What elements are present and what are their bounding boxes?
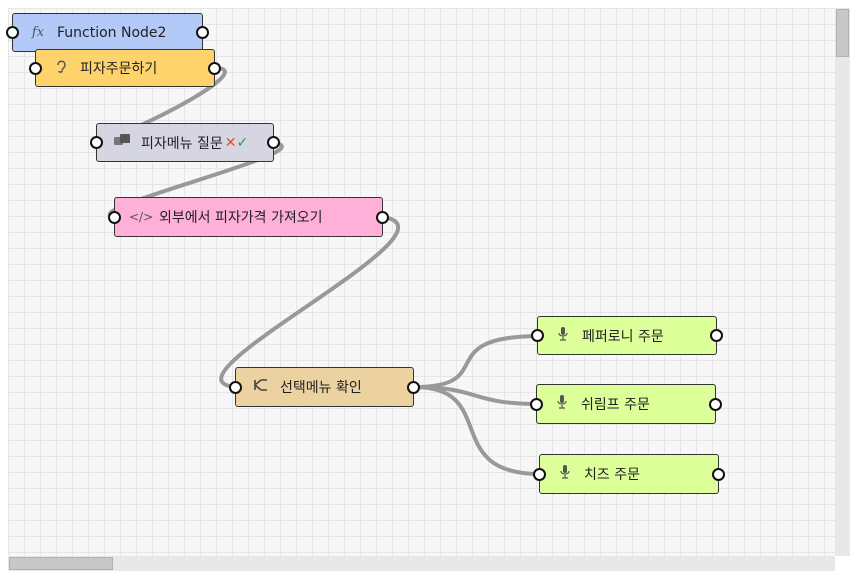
output-port[interactable] xyxy=(196,26,209,39)
microphone-icon xyxy=(554,465,576,483)
wire-confirm-to-pepperoni xyxy=(412,334,540,389)
vertical-scroll-thumb[interactable] xyxy=(836,9,849,57)
input-port[interactable] xyxy=(533,467,546,481)
microphone-icon xyxy=(552,326,574,345)
node-label: 치즈 주문 xyxy=(584,467,640,483)
input-port[interactable] xyxy=(29,61,42,75)
node-label: Function Node2 xyxy=(57,24,167,41)
branch-icon xyxy=(250,379,272,395)
output-port[interactable] xyxy=(208,61,221,75)
pizza-menu-question-node[interactable]: 피자메뉴 질문 ✕ ✓ xyxy=(90,123,280,162)
cheese-order-node[interactable]: 치즈 주문 xyxy=(533,454,725,494)
input-port[interactable] xyxy=(108,210,121,224)
output-port[interactable] xyxy=(267,136,280,149)
node-label: 쉬림프 주문 xyxy=(581,397,650,413)
input-port[interactable] xyxy=(229,380,242,394)
node-label: 외부에서 피자가격 가져오기 xyxy=(159,210,323,226)
input-port[interactable] xyxy=(531,329,544,342)
horizontal-scroll-thumb[interactable] xyxy=(9,557,113,570)
output-port[interactable] xyxy=(376,210,389,224)
code-icon: </> xyxy=(129,210,154,224)
pepperoni-order-node[interactable]: 페퍼로니 주문 xyxy=(531,316,723,355)
vertical-scrollbar[interactable] xyxy=(835,8,850,556)
node-label: 피자메뉴 질문 xyxy=(141,135,223,152)
output-port[interactable] xyxy=(710,329,723,342)
order-pizza-node[interactable]: 피자주문하기 xyxy=(29,49,221,87)
fetch-pizza-price-node[interactable]: </> 외부에서 피자가격 가져오기 xyxy=(108,197,389,237)
node-label: 선택메뉴 확인 xyxy=(280,380,362,396)
input-port[interactable] xyxy=(90,136,103,149)
error-mark-icon: ✕ xyxy=(224,134,237,151)
input-port[interactable] xyxy=(530,397,543,411)
chat-icon xyxy=(111,134,133,151)
ear-icon xyxy=(50,59,72,77)
input-port[interactable] xyxy=(6,26,19,39)
output-port[interactable] xyxy=(709,397,722,411)
confirm-menu-node[interactable]: 선택메뉴 확인 xyxy=(229,367,420,407)
shrimp-order-node[interactable]: 쉬림프 주문 xyxy=(530,384,722,424)
wire-fetch-to-confirm xyxy=(219,215,401,389)
flow-canvas[interactable] xyxy=(8,8,835,556)
node-label: 피자주문하기 xyxy=(80,61,158,77)
output-port[interactable] xyxy=(407,380,420,394)
node-label: 페퍼로니 주문 xyxy=(582,328,664,345)
function-node[interactable]: fx Function Node2 xyxy=(6,13,209,52)
check-mark-icon: ✓ xyxy=(236,134,249,151)
output-port[interactable] xyxy=(712,467,725,481)
microphone-icon xyxy=(551,395,573,413)
fx-icon: fx xyxy=(31,25,45,40)
wire-confirm-to-cheese xyxy=(412,385,542,476)
horizontal-scrollbar[interactable] xyxy=(8,556,835,571)
